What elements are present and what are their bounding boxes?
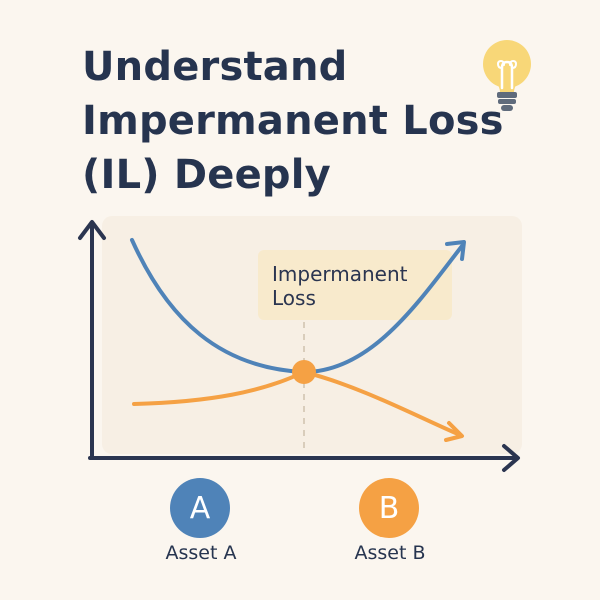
blue-curve-arrow [445,240,466,261]
lightbulb-icon [483,40,531,111]
intersection-point [292,360,316,384]
asset-a-badge: A [170,478,230,538]
callout-label: Impermanent Loss [272,262,408,310]
impermanent-loss-callout: Impermanent Loss [258,250,452,320]
asset-b-badge: B [359,478,419,538]
orange-curve-arrow [444,421,464,442]
asset-a-label: Asset A [165,542,237,564]
blue-curve [130,238,464,375]
x-axis-arrow [502,444,520,472]
page-title: Understand Impermanent Loss (IL) Deeply [82,44,504,198]
asset-b-label: Asset B [354,542,426,564]
y-axis-arrow [78,220,106,240]
